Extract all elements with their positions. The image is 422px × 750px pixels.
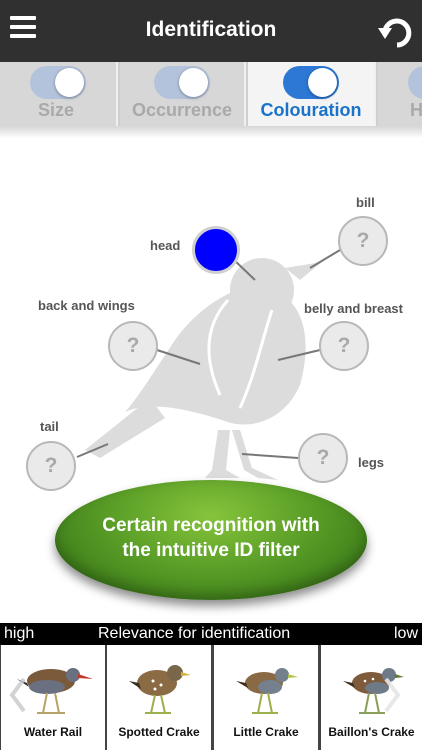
species-name-spotted-crake: Spotted Crake	[118, 725, 200, 739]
legs-selector[interactable]: ?	[298, 433, 348, 483]
species-name-baillons-crake: Baillon's Crake	[328, 725, 415, 739]
id-filter-promo-button[interactable]: Certain recognition with the intuitive I…	[55, 480, 367, 600]
species-card-spotted-crake[interactable]: Spotted Crake	[107, 645, 211, 750]
tail-label: tail	[40, 419, 59, 434]
tab-colouration[interactable]: Colouration	[248, 62, 376, 126]
scroll-right-icon[interactable]	[380, 675, 404, 715]
tab-occurrence[interactable]: Occurrence	[120, 62, 246, 126]
species-card-baillons-crake[interactable]: Baillon's Crake	[321, 645, 422, 750]
tab-habitat-label: Ha	[410, 100, 422, 120]
tab-habitat[interactable]: Ha	[378, 62, 422, 126]
scroll-left-icon[interactable]	[6, 675, 30, 715]
species-name-little-crake: Little Crake	[233, 725, 299, 739]
size-toggle[interactable]	[30, 66, 86, 99]
bill-selector[interactable]: ?	[338, 216, 388, 266]
bird-silhouette	[76, 249, 341, 480]
relevance-title: Relevance for identification	[98, 625, 291, 642]
filter-tabs: Size Occurrence Colouration Ha	[0, 62, 422, 126]
page-title: Identification	[145, 18, 277, 41]
tail-selector[interactable]: ?	[26, 441, 76, 491]
head-label: head	[150, 238, 181, 253]
water-rail-image	[17, 668, 93, 714]
relevance-low-label: low	[393, 625, 418, 642]
baillons-crake-image	[343, 668, 404, 714]
spotted-crake-image	[129, 665, 191, 714]
promo-line-2: the intuitive ID filter	[122, 540, 300, 561]
colouration-toggle[interactable]	[283, 66, 339, 99]
little-crake-image	[236, 668, 298, 714]
occurrence-toggle[interactable]	[154, 66, 210, 99]
relevance-high-label: high	[4, 625, 35, 642]
app-header: Identification	[0, 0, 422, 62]
head-color-selector[interactable]	[192, 226, 240, 274]
undo-arrow-icon[interactable]	[378, 14, 414, 48]
habitat-toggle[interactable]	[408, 66, 422, 99]
legs-label: legs	[358, 455, 385, 470]
bird-diagram: bill ? head back and wings ? belly and b…	[0, 130, 422, 620]
tab-size-label: Size	[37, 100, 75, 120]
tab-occurrence-label: Occurrence	[131, 100, 233, 120]
species-card-water-rail[interactable]: Water Rail	[1, 645, 105, 750]
hamburger-menu-icon[interactable]	[10, 16, 36, 46]
belly-and-breast-selector[interactable]: ?	[319, 321, 369, 371]
promo-line-1: Certain recognition with	[102, 515, 320, 536]
bill-label: bill	[356, 195, 375, 210]
tabs-shadow	[0, 126, 422, 138]
species-name-water-rail: Water Rail	[23, 725, 83, 739]
back-and-wings-label: back and wings	[38, 298, 135, 313]
species-results: Water Rail Spotted Crake Little Crake	[0, 645, 422, 750]
belly-and-breast-label: belly and breast	[304, 301, 403, 316]
back-and-wings-selector[interactable]: ?	[108, 321, 158, 371]
relevance-bar: high Relevance for identification low	[0, 623, 422, 645]
tab-size[interactable]: Size	[0, 62, 118, 126]
tab-colouration-label: Colouration	[260, 100, 362, 120]
species-card-little-crake[interactable]: Little Crake	[214, 645, 318, 750]
